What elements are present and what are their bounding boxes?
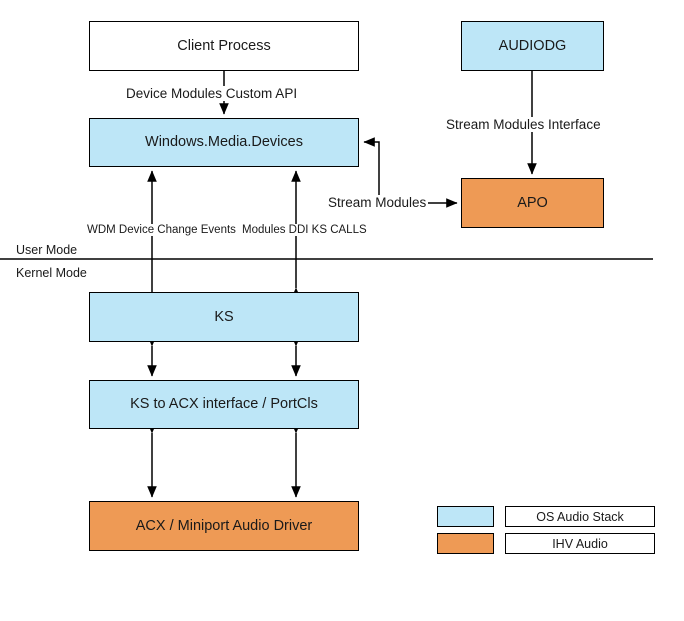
node-audiodg[interactable]: AUDIODG [461,21,604,71]
node-client-process[interactable]: Client Process [89,21,359,71]
legend-label-os-audio-stack: OS Audio Stack [505,506,655,527]
edge-label-wdm-device-change-events: WDM Device Change Events [85,224,238,236]
label-user-mode: User Mode [14,243,80,257]
label-kernel-mode: Kernel Mode [14,266,89,280]
legend-label-ihv-audio: IHV Audio [505,533,655,554]
node-client-process-label: Client Process [177,37,271,54]
kernel-mode-text: Kernel Mode [16,266,87,280]
node-ks-to-acx-interface[interactable]: KS to ACX interface / PortCls [89,380,359,429]
node-acx-miniport-audio-driver-label: ACX / Miniport Audio Driver [135,517,313,534]
node-apo-label: APO [517,194,548,211]
node-ks-to-acx-interface-label: KS to ACX interface / PortCls [130,396,318,413]
user-mode-text: User Mode [16,243,78,257]
device-modules-custom-api-text: Device Modules Custom API [126,86,298,101]
edge-label-stream-modules: Stream Modules [326,195,429,210]
node-audiodg-label: AUDIODG [498,37,567,54]
legend-os-audio-stack-text: OS Audio Stack [536,509,624,524]
node-windows-media-devices-label: Windows.Media.Devices [145,134,303,151]
edge-label-device-modules-custom-api: Device Modules Custom API [124,86,300,101]
modules-ddi-ks-calls-text: Modules DDI KS CALLS [242,224,367,236]
node-windows-media-devices[interactable]: Windows.Media.Devices [89,118,359,167]
edge-label-stream-modules-interface: Stream Modules Interface [444,117,603,132]
legend-swatch-os-audio-stack [437,506,494,527]
stream-modules-interface-text: Stream Modules Interface [446,117,601,132]
node-acx-miniport-audio-driver[interactable]: ACX / Miniport Audio Driver [89,501,359,551]
node-ks[interactable]: KS [89,292,359,342]
edge-label-modules-ddi-ks-calls: Modules DDI KS CALLS [240,224,369,236]
stream-modules-text: Stream Modules [328,195,427,210]
wdm-device-change-events-text: WDM Device Change Events [87,224,236,236]
node-ks-label: KS [214,308,234,325]
legend-ihv-audio-text: IHV Audio [552,536,608,551]
legend-swatch-ihv-audio [437,533,494,554]
connector-stream-modules-to-wmd [363,137,380,196]
node-apo[interactable]: APO [461,178,604,228]
